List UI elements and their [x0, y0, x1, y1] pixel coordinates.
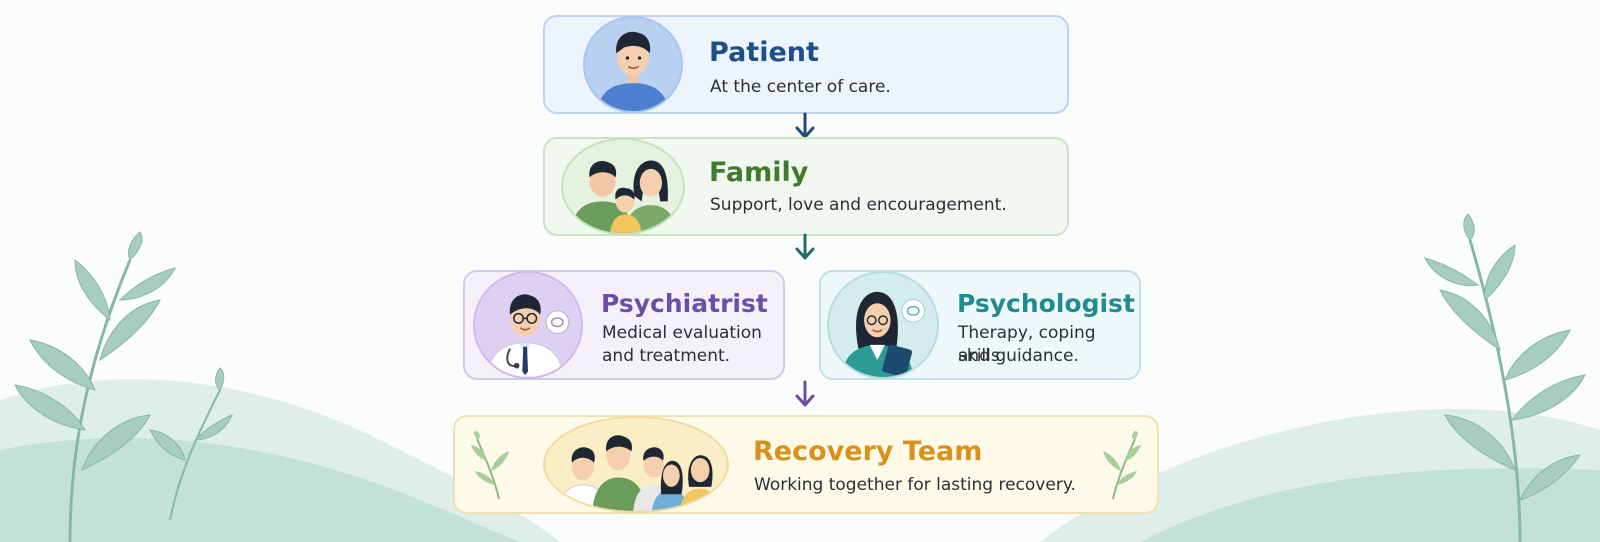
- team-avatar-icon: [543, 416, 729, 513]
- patient-card: Patient At the center of care.: [543, 15, 1069, 114]
- arrow-family-to-specialists: [795, 233, 815, 260]
- patient-title: Patient: [709, 37, 819, 68]
- psychiatrist-title: Psychiatrist: [601, 289, 768, 318]
- leaf-sprig-icon-left: [471, 431, 509, 500]
- left-small-plant-icon: [149, 367, 233, 521]
- recovery-team-title: Recovery Team: [753, 436, 983, 467]
- patient-description: At the center of care.: [710, 77, 891, 97]
- patient-avatar-icon: [583, 16, 683, 113]
- family-card: Family Support, love and encouragement.: [543, 137, 1069, 236]
- family-description: Support, love and encouragement.: [710, 195, 1007, 215]
- psychologist-card: Psychologist Therapy, coping skills and …: [819, 270, 1141, 380]
- recovery-team-description: Working together for lasting recovery.: [754, 475, 1076, 495]
- psychologist-title: Psychologist: [957, 289, 1135, 318]
- family-avatar-icon: [561, 138, 685, 235]
- right-plant-icon: [1424, 213, 1586, 542]
- recovery-team-card: Recovery Team Working together for lasti…: [453, 415, 1159, 514]
- psychologist-description-line2: and guidance.: [958, 346, 1079, 366]
- psychiatrist-card: Psychiatrist Medical evaluation and trea…: [463, 270, 785, 380]
- leaf-sprig-icon-right: [1103, 431, 1141, 500]
- psychologist-description-line1: Therapy, coping skills: [958, 323, 1096, 366]
- psychologist-avatar-icon: [827, 271, 939, 379]
- psychiatrist-description-line1: Medical evaluation: [602, 323, 762, 343]
- psychiatrist-description-line2: and treatment.: [602, 346, 731, 366]
- left-plant-icon: [14, 231, 176, 542]
- arrow-specialists-to-team: [795, 380, 815, 407]
- psychiatrist-avatar-icon: [473, 271, 583, 379]
- family-title: Family: [709, 157, 809, 188]
